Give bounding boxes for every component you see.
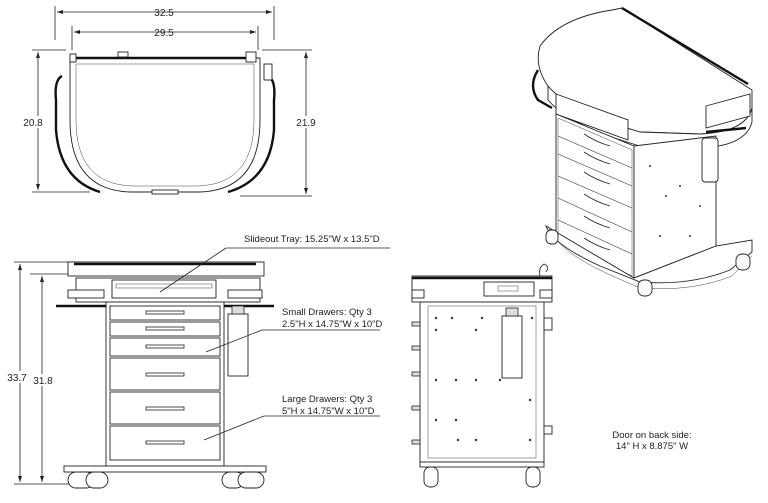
iso-base: [545, 224, 753, 284]
sharps-container: [227, 313, 249, 377]
right-handle: [227, 74, 276, 194]
front-base: [63, 465, 267, 473]
work-height-label: 31.8: [33, 376, 53, 387]
tray-leader-line: [159, 247, 227, 293]
inner-width-label: 29.5: [154, 28, 174, 39]
small-drawers-leader-line: [205, 329, 263, 353]
large-drawers-callout-line2: 5"H x 14.75"W x 10"D: [282, 406, 375, 417]
side-left-caster: [423, 466, 439, 488]
iso-caster-1: [545, 229, 559, 245]
side-cabinet: [419, 301, 545, 463]
iso-caster-3: [735, 253, 751, 271]
large-drawers-leader-line: [203, 415, 265, 441]
door-note-line1: Door on back side:: [612, 430, 691, 441]
top-view: 32.5 29.5 20.8 21.9: [18, 6, 321, 197]
top-surface-outline: [69, 57, 261, 193]
iso-left-handle: [531, 69, 553, 110]
overall-width-label: 32.5: [154, 8, 174, 19]
small-drawers-callout-line2: 2.5"H x 14.75"W x 10"D: [282, 319, 383, 330]
left-depth-label: 20.8: [23, 118, 43, 129]
left-handle: [54, 74, 101, 194]
tray-callout: Slideout Tray: 15.25"W x 13.5"D: [244, 234, 380, 245]
front-worktop: [67, 261, 265, 277]
small-drawers-callout-line1: Small Drawers: Qty 3: [282, 307, 372, 318]
iso-sharps-container: [701, 137, 719, 183]
overall-height-label: 33.7: [7, 373, 27, 384]
side-view: Door on back side: 14" H x 8.875" W: [411, 263, 692, 488]
back-door-outline: [427, 305, 537, 459]
side-sharps-container: [501, 315, 523, 379]
isometric-view: [531, 6, 753, 297]
door-note-line2: 14" H x 8.875" W: [616, 441, 688, 452]
large-drawers-callout-line1: Large Drawers: Qty 3: [282, 394, 372, 405]
front-view: 33.7 31.8: [4, 234, 390, 489]
iso-rear-rail: [621, 6, 749, 86]
side-right-caster: [525, 466, 541, 488]
iso-caster-2: [637, 279, 653, 297]
right-depth-label: 21.9: [296, 118, 316, 129]
front-right-caster: [237, 471, 265, 489]
